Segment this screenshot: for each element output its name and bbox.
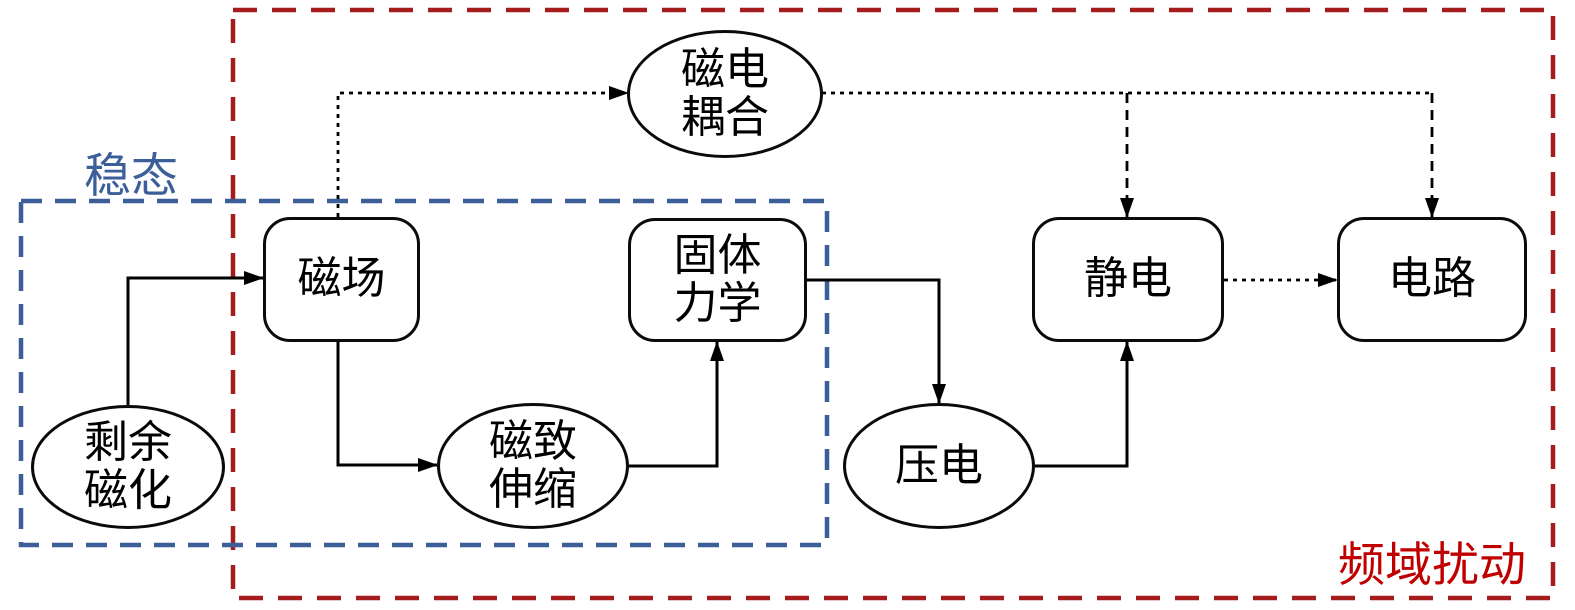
node-magnetic-field: 磁场 — [263, 217, 420, 342]
node-magnetostriction: 磁致 伸缩 — [437, 403, 629, 529]
edge-solid-mechanics-to-piezoelectric — [807, 278, 946, 404]
node-remanent-magnetization: 剩余 磁化 — [31, 405, 225, 529]
node-magnetoelectric-coupling: 磁电 耦合 — [627, 30, 823, 158]
edge-remanent-magnetization-to-magnetic-field — [126, 271, 264, 405]
edge-magnetic-field-to-magnetostriction — [336, 342, 438, 472]
frequency-disturbance-label: 频域扰动 — [1338, 540, 1526, 592]
node-piezoelectric: 压电 — [843, 403, 1035, 529]
frequency-disturbance-group-box — [230, 7, 1556, 601]
node-circuit: 电路 — [1337, 217, 1527, 342]
edge-magnetostriction-to-solid-mechanics — [629, 341, 724, 468]
edge-magnetic-field-to-magnetoelectric-coupling — [336, 86, 629, 217]
node-solid-mechanics: 固体 力学 — [628, 218, 807, 342]
edge-piezoelectric-to-electrostatics — [1035, 341, 1134, 468]
node-electrostatics: 静电 — [1032, 217, 1224, 342]
steady-state-group-box — [18, 198, 830, 548]
steady-state-label: 稳态 — [84, 151, 178, 203]
